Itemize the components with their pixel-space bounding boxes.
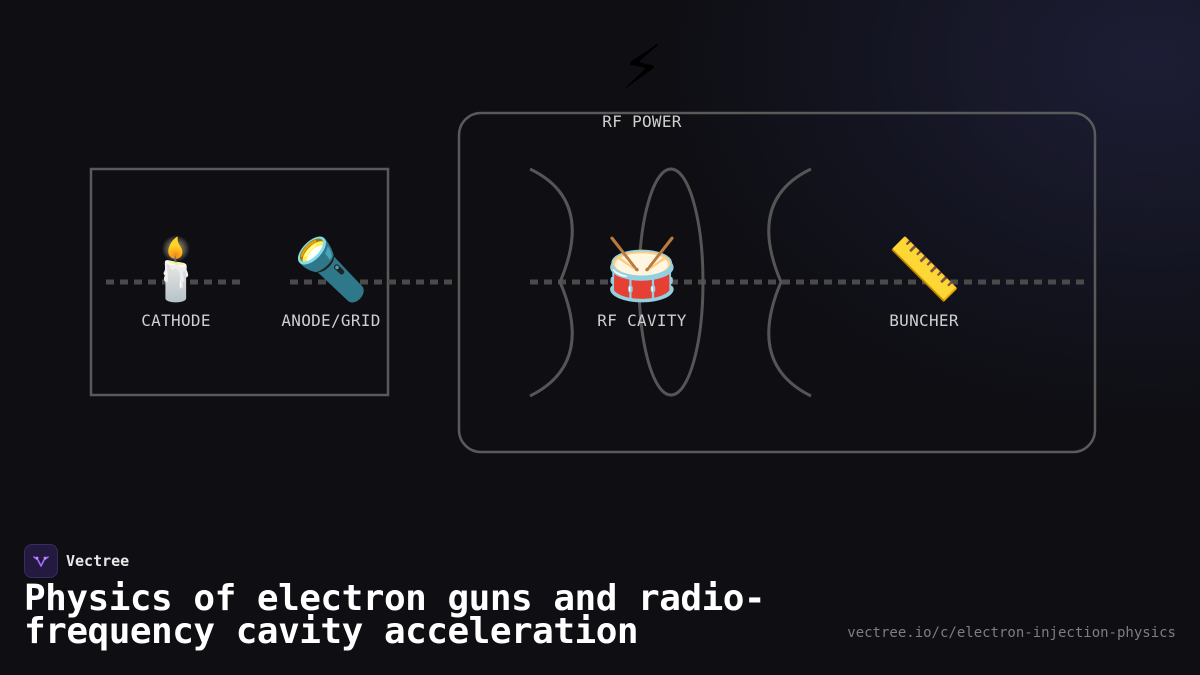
source-url[interactable]: vectree.io/c/electron-injection-physics [847, 625, 1176, 641]
cathode-label: CATHODE [141, 311, 211, 330]
ruler-icon: 📏 [887, 235, 962, 305]
anode-grid-label: ANODE/GRID [281, 311, 380, 330]
accelerator-frame [457, 111, 1097, 454]
candle-icon: 🕯️ [139, 233, 214, 305]
flashlight-icon: 🔦 [294, 235, 369, 305]
rf-power-label: RF POWER [602, 112, 682, 131]
brand-name: Vectree [66, 552, 130, 570]
vectree-logo-icon [24, 544, 58, 578]
lightning-icon: ⚡ [621, 33, 663, 103]
electron-injector-diagram: ⚡ RF POWER 🕯️ CATHODE 🔦 ANODE/GRID 🥁 RF … [89, 33, 1097, 454]
cavity-wall-left [529, 167, 574, 398]
drum-icon: 🥁 [605, 235, 680, 305]
page-title: Physics of electron guns and radio-frequ… [24, 578, 766, 652]
cavity-wall-right [767, 167, 812, 398]
buncher-label: BUNCHER [889, 311, 959, 330]
cavity-iris [637, 167, 705, 397]
rf-cavity-label: RF CAVITY [597, 311, 686, 330]
brand[interactable]: Vectree [24, 544, 129, 578]
